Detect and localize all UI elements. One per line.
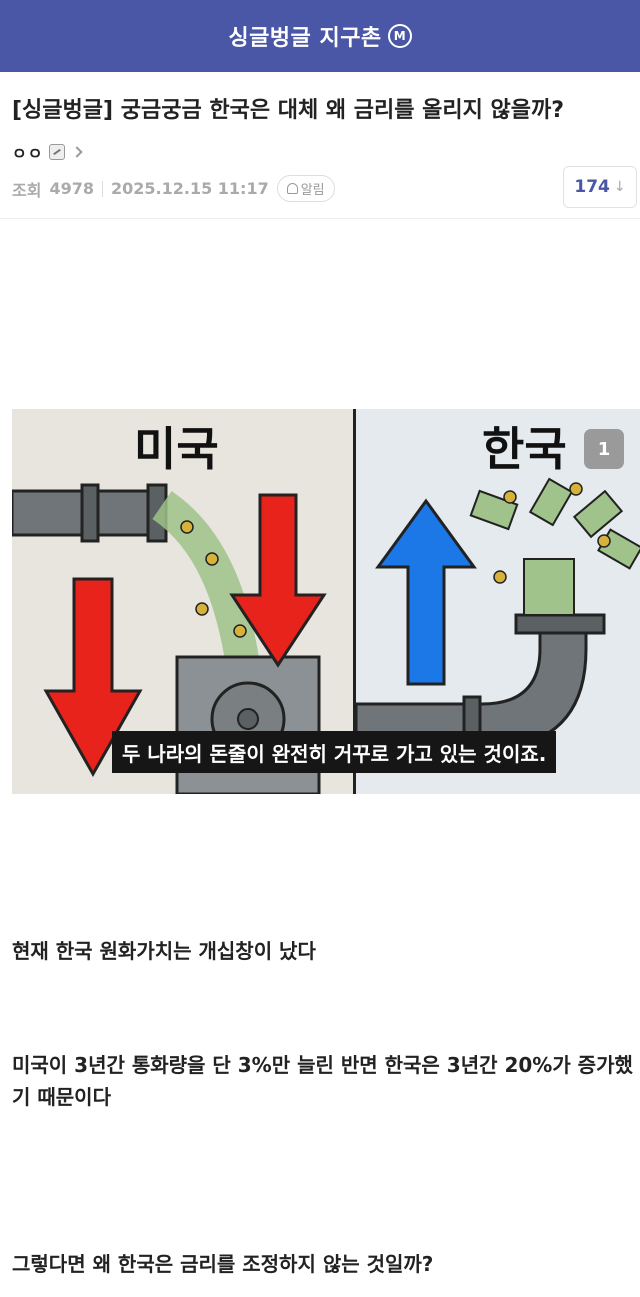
body-paragraph: 그렇다면 왜 한국은 금리를 조정하지 않는 것일까? — [12, 1252, 434, 1276]
mobile-badge-icon: M — [387, 24, 412, 48]
body-paragraph: 현재 한국 원화가치는 개십창이 났다 — [12, 939, 316, 963]
body-paragraph: 미국이 3년간 통화량을 단 3%만 늘린 반면 한국은 3년간 20%가 증가… — [12, 1053, 633, 1109]
vote-count: 174 — [574, 177, 610, 197]
post-datetime: 2025.12.15 11:17 — [110, 179, 269, 198]
site-title[interactable]: 싱글벙글 지구촌 — [228, 26, 382, 51]
meta-divider — [101, 180, 103, 197]
chevron-right-icon[interactable] — [71, 146, 84, 158]
post-meta: 조회 4978 2025.12.15 11:17 알림 — [12, 175, 335, 202]
post-title: [싱글벙글] 궁금궁금 한국은 대체 왜 금리를 올리지 않을까? — [12, 98, 565, 123]
header-divider — [0, 218, 640, 219]
views-count: 4978 — [49, 179, 94, 198]
korea-label: 한국 — [482, 422, 567, 476]
post-image[interactable]: 미국 한국 1 두 나라의 돈줄이 완전히 거꾸로 가고 있는 것이죠. — [12, 409, 640, 794]
video-caption: 두 나라의 돈줄이 완전히 거꾸로 가고 있는 것이죠. — [112, 731, 557, 773]
bell-icon — [286, 183, 298, 194]
site-header[interactable]: 싱글벙글 지구촌 M — [0, 0, 640, 72]
author-name[interactable]: ㅇㅇ — [12, 144, 44, 163]
alarm-label: 알림 — [300, 183, 325, 198]
image-index-badge: 1 — [584, 429, 624, 469]
usa-label: 미국 — [134, 422, 219, 476]
views-label: 조회 — [12, 180, 42, 200]
alarm-button[interactable]: 알림 — [276, 175, 335, 202]
vote-button[interactable]: 174 ↓ — [563, 166, 637, 208]
arrow-down-icon: ↓ — [613, 179, 626, 195]
user-grade-icon — [49, 144, 66, 160]
panel-divider — [353, 409, 356, 794]
author-row[interactable]: ㅇㅇ — [12, 140, 84, 164]
